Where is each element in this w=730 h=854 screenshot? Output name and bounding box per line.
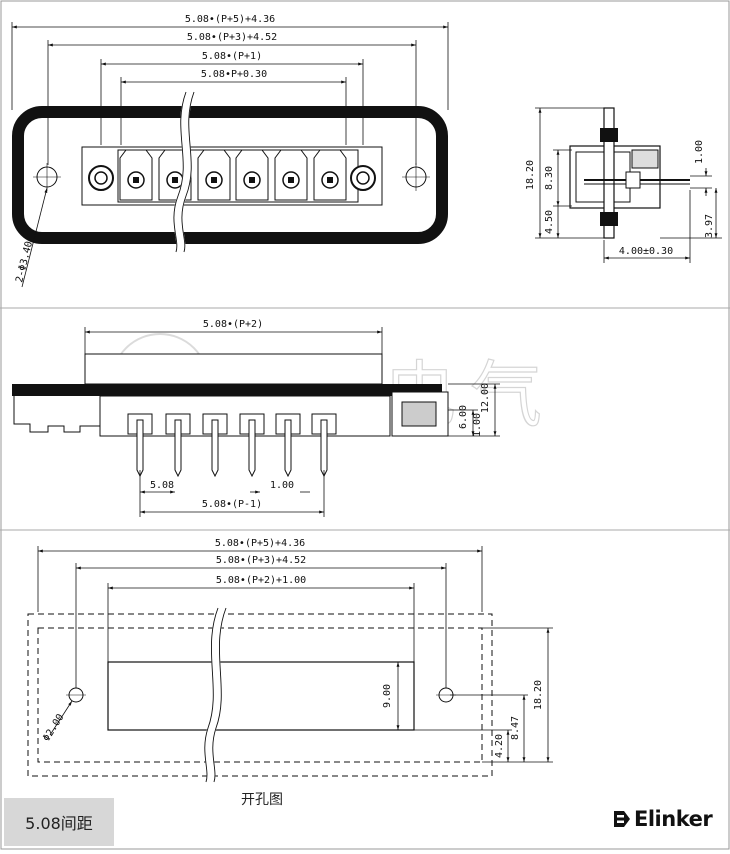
pin-screw-slot xyxy=(211,177,217,183)
pin-screw-slot xyxy=(288,177,294,183)
pin-screw-slot xyxy=(249,177,255,183)
pitch-label: 5.08间距 xyxy=(4,798,114,846)
bottom-pin-dim: 1.00 xyxy=(270,480,294,491)
brand-logo: Elinker xyxy=(612,804,713,834)
bottom-span-dim: 5.08•(P-1) xyxy=(202,499,262,510)
cutout-view: 5.08•(P+5)+4.36 5.08•(P+3)+4.52 5.08•(P+… xyxy=(27,538,553,808)
brand-name: Elinker xyxy=(634,807,713,831)
side-dim-pin-height: 3.97 xyxy=(704,214,715,238)
break-line-b xyxy=(181,91,195,253)
panel-gasket xyxy=(12,106,448,244)
bottom-dim-mid: 6.00 xyxy=(458,405,469,429)
front-dim-4: 5.08•P+0.30 xyxy=(201,69,267,80)
pin-leg xyxy=(284,419,292,478)
pin-leg xyxy=(174,419,182,478)
front-dim-3: 5.08•(P+1) xyxy=(202,51,262,62)
cutout-caption: 开孔图 xyxy=(241,792,283,808)
cutout-dim-3: 5.08•(P+2)+1.00 xyxy=(216,575,306,586)
break-mask xyxy=(173,90,195,254)
side-dim-offset: 4.50 xyxy=(544,210,555,234)
cutout-dim-height: 9.00 xyxy=(382,684,393,708)
bottom-view: 5.08•(P+2) 12.00 6.00 1.00 5.08 1.00 5.0… xyxy=(12,319,500,517)
front-hole-dim: 2-Φ3.40 xyxy=(14,240,35,284)
bottom-pitch-dim: 5.08 xyxy=(150,480,174,491)
cutout-dim-window: 4.20 xyxy=(494,734,505,758)
pin-sockets xyxy=(119,149,347,201)
header-body xyxy=(84,353,383,385)
cutout-dim-1: 5.08•(P+5)+4.36 xyxy=(215,538,305,549)
cutout-dim-total: 18.20 xyxy=(533,680,544,710)
side-dim-height: 18.20 xyxy=(525,160,536,190)
front-view: 5.08•(P+5)+4.36 5.08•(P+3)+4.52 5.08•(P+… xyxy=(11,14,449,288)
side-dim-body: 8.30 xyxy=(544,166,555,190)
side-dim-panel: 4.00±0.30 xyxy=(619,246,673,257)
cutout-break-b xyxy=(212,607,227,783)
pin-row xyxy=(127,413,337,478)
pin-screw-slot xyxy=(327,177,333,183)
pin-screw-slot xyxy=(133,177,139,183)
side-dim-pin: 1.00 xyxy=(694,140,705,164)
break-line-a xyxy=(173,91,187,253)
cutout-window xyxy=(107,661,415,731)
panel-wall xyxy=(603,107,615,239)
cutout-hole-dim: Φ2.00 xyxy=(41,712,66,743)
bottom-dim-height: 12.00 xyxy=(480,383,491,413)
cutout-break-a xyxy=(204,607,219,783)
pin-screw-slot xyxy=(172,177,178,183)
pin-leg xyxy=(211,419,219,478)
pin-leg xyxy=(248,419,256,478)
bottom-dim-low: 1.00 xyxy=(472,413,483,437)
brand-mark-icon xyxy=(614,811,630,827)
pin-leg xyxy=(320,419,328,478)
cutout-dim-hole: 8.47 xyxy=(510,716,521,740)
panel-section xyxy=(12,384,442,396)
pin-leg xyxy=(136,419,144,478)
front-dim-1: 5.08•(P+5)+4.36 xyxy=(185,14,275,25)
front-dim-2: 5.08•(P+3)+4.52 xyxy=(187,32,277,43)
side-view: 18.20 8.30 4.50 1.00 3.97 4.00±0.30 xyxy=(525,107,722,263)
bottom-top-dim: 5.08•(P+2) xyxy=(203,319,263,330)
cutout-dim-2: 5.08•(P+3)+4.52 xyxy=(216,555,306,566)
